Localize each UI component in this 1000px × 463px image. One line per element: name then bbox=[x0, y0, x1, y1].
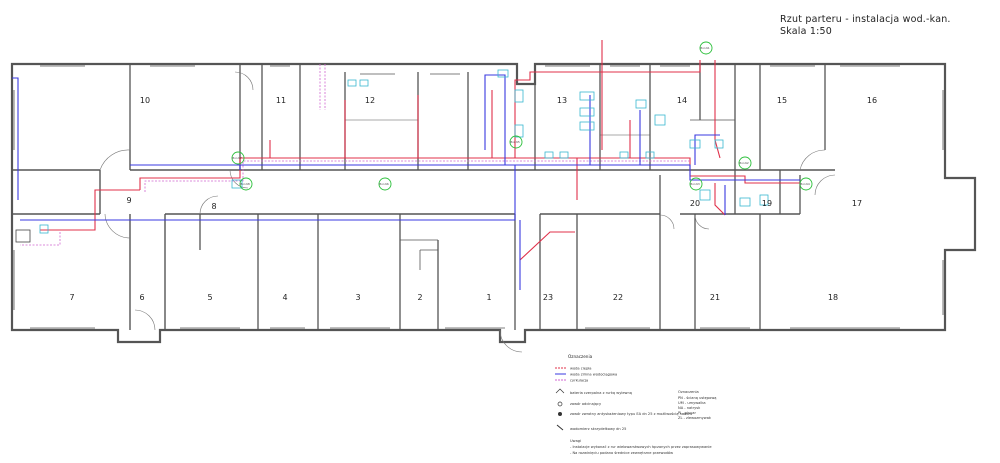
riser-label-k5: Pion K5 bbox=[510, 140, 520, 144]
outer-walls bbox=[10, 62, 977, 344]
room-13: 13 bbox=[557, 96, 567, 105]
room-1: 1 bbox=[486, 293, 491, 302]
hot-water-pipes bbox=[40, 40, 800, 261]
legend-symbol-valve: zawór odcinający bbox=[570, 402, 602, 406]
valve-icon bbox=[557, 401, 563, 407]
legend-cold-label: woda zimna wodociągowa bbox=[570, 373, 617, 377]
room-15: 15 bbox=[777, 96, 787, 105]
riser-k2 bbox=[738, 156, 752, 170]
riser-labels: Pion K1 Pion K2 Pion K3 Pion K4 Pion K5 … bbox=[232, 46, 810, 186]
circulation-pipes bbox=[20, 64, 690, 246]
room-21: 21 bbox=[710, 293, 720, 302]
abbrev-1: UM - umywalka bbox=[678, 401, 706, 405]
legend-hot-label: woda ciepła bbox=[570, 367, 591, 371]
room-9: 9 bbox=[126, 196, 131, 205]
riser-k7 bbox=[231, 151, 245, 165]
legend-symbol-faucet: bateria czerpalna z rurką wylewną bbox=[570, 391, 633, 395]
riser-label-k6: Pion K6 bbox=[379, 182, 389, 186]
riser-label-k8: Pion K8 bbox=[240, 182, 250, 186]
riser-k3 bbox=[689, 177, 703, 191]
room-4: 4 bbox=[282, 293, 287, 302]
room-11: 11 bbox=[276, 96, 286, 105]
riser-label-k4: Pion K4 bbox=[800, 182, 810, 186]
riser-k5 bbox=[509, 135, 523, 149]
riser-label-k7: Pion K7 bbox=[232, 156, 242, 160]
riser-k4 bbox=[799, 177, 813, 191]
room-12: 12 bbox=[365, 96, 375, 105]
room-22: 22 bbox=[613, 293, 623, 302]
room-16: 16 bbox=[867, 96, 877, 105]
drawing-title: Rzut parteru - instalacja wod.-kan. Skal… bbox=[780, 14, 951, 38]
abbrev-0: PN - ścianą ustępową bbox=[678, 396, 717, 400]
legend-circulation-label: cyrkulacja bbox=[570, 379, 588, 383]
faucet-icon bbox=[555, 388, 565, 394]
windows bbox=[13, 65, 944, 329]
riser-k6 bbox=[378, 177, 392, 191]
upper-partitions bbox=[129, 64, 826, 170]
room-3: 3 bbox=[355, 293, 360, 302]
legend: Oznaczenia woda ciepła woda zimna wodoci… bbox=[555, 354, 717, 455]
room-19: 19 bbox=[762, 199, 772, 208]
room-14: 14 bbox=[677, 96, 687, 105]
room-18: 18 bbox=[828, 293, 838, 302]
note-0: - Instalacje wykonać z rur wielowarstwow… bbox=[570, 445, 712, 449]
doors bbox=[99, 71, 836, 353]
room-20: 20 bbox=[690, 199, 700, 208]
abbrev-4: ZL - zlewozmywak bbox=[678, 416, 712, 420]
abbrev-3: PI - pisuar bbox=[678, 411, 696, 415]
legend-symbol-meter: wodomierz skrzydełkowy dn 25 bbox=[570, 427, 626, 431]
riser-label-k3: Pion K3 bbox=[690, 182, 700, 186]
riser-k8 bbox=[239, 177, 253, 191]
room-8: 8 bbox=[211, 202, 216, 211]
room-10: 10 bbox=[140, 96, 150, 105]
room-17: 17 bbox=[852, 199, 862, 208]
check-valve-icon bbox=[558, 412, 562, 416]
room-2: 2 bbox=[417, 293, 422, 302]
room-numbers: 10 11 12 13 14 15 16 9 8 20 19 17 7 6 5 … bbox=[69, 96, 877, 302]
abbrev-heading: Oznaczenia bbox=[678, 390, 699, 394]
notes-heading: Uwagi bbox=[570, 439, 581, 443]
risers bbox=[231, 41, 813, 191]
legend-symbol-check-valve: zawór zwrotny antyskażeniowy typu EA dn … bbox=[570, 412, 692, 416]
riser-k1 bbox=[699, 41, 713, 55]
riser-label-k2: Pion K2 bbox=[739, 161, 749, 165]
fixtures bbox=[15, 69, 769, 243]
legend-heading: Oznaczenia bbox=[568, 354, 593, 359]
note-1: - Na rozwinięciu podano średnice zewnętr… bbox=[570, 451, 673, 455]
room-6: 6 bbox=[139, 293, 144, 302]
title-line-1: Rzut parteru - instalacja wod.-kan. bbox=[780, 14, 951, 25]
abbrev-2: NA - natrysk bbox=[678, 406, 701, 410]
corridor-walls bbox=[12, 150, 835, 330]
riser-label-k1: Pion K1 bbox=[700, 46, 710, 50]
room-7: 7 bbox=[69, 293, 74, 302]
title-line-2: Skala 1:50 bbox=[780, 26, 833, 37]
water-meter-icon bbox=[556, 424, 564, 431]
room-5: 5 bbox=[207, 293, 212, 302]
room-23: 23 bbox=[543, 293, 553, 302]
cold-water-pipes bbox=[12, 74, 800, 290]
